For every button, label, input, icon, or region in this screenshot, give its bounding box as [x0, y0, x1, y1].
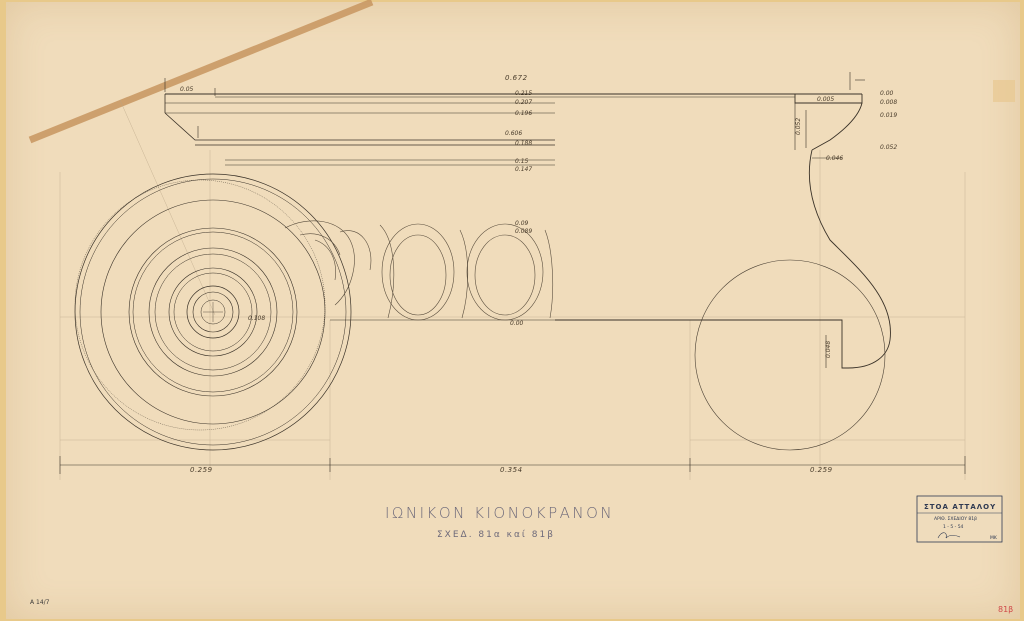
dim-r-008: 0.008: [880, 99, 897, 106]
stamp-signature: [937, 532, 961, 539]
dim-09: 0.09: [515, 220, 529, 227]
dim-abacus-height: 0.052: [795, 118, 802, 135]
stamp-title: ΣΤΟΑ ΑΤΤΑΛΟΥ: [924, 503, 996, 511]
dim-089: 0.089: [515, 228, 532, 235]
dim-196: 0.196: [515, 110, 532, 117]
dimension-lines: [59, 72, 966, 474]
dim-207: 0.207: [515, 99, 532, 106]
stamp-date: 1 - 5 - 54: [943, 524, 964, 530]
dim-left-step: 0.05: [180, 86, 194, 93]
dim-right-step: 0.005: [817, 96, 834, 103]
drawing-title: ΙΩΝΙΚΟΝ ΚΙΟΝΟΚΡΑΝΟΝ: [385, 504, 614, 522]
egg-and-dart-ornament: [284, 220, 554, 321]
tape-patch: [993, 80, 1015, 102]
capital-profile: [164, 93, 891, 369]
dim-15: 0.15: [515, 158, 529, 165]
dim-bottom-right: 0.259: [810, 466, 833, 474]
dim-lower-height: 0.048: [825, 341, 832, 358]
dim-r-019: 0.019: [880, 112, 897, 119]
right-volute-outline: [694, 259, 886, 451]
dim-188: 0.188: [515, 140, 532, 147]
dim-00: 0.00: [510, 320, 524, 327]
dim-215: 0.215: [515, 90, 532, 97]
left-volute-spiral: [74, 173, 352, 451]
corner-ref-right: 81β: [998, 605, 1013, 614]
corner-ref-left: A 14/7: [30, 599, 50, 606]
archive-stamp: ΣΤΟΑ ΑΤΤΑΛΟΥ ΑΡΙΘ. ΣΧΕΔΙΟΥ 81β 1 - 5 - 5…: [916, 495, 1003, 543]
dim-r-00: 0.00: [880, 90, 894, 97]
dim-echinus-width: 0.046: [826, 155, 843, 162]
stamp-number: ΑΡΙΘ. ΣΧΕΔΙΟΥ 81β: [934, 516, 977, 522]
tape-strip: [28, 0, 374, 144]
drawing-sheet: [6, 2, 1020, 619]
dim-606: 0.606: [505, 130, 522, 137]
dim-r-052: 0.052: [880, 144, 897, 151]
dim-top-width: 0.672: [505, 74, 528, 82]
dim-147: 0.147: [515, 166, 532, 173]
dim-eye-radius: 0.108: [248, 315, 265, 322]
construction-lines: [59, 99, 966, 480]
dim-bottom-left: 0.259: [190, 466, 213, 474]
dim-bottom-mid: 0.354: [500, 466, 523, 474]
stamp-code: ΜΚ: [990, 535, 998, 541]
drawing-subtitle: ΣΧΕΔ. 81α καί 81β: [437, 530, 555, 540]
